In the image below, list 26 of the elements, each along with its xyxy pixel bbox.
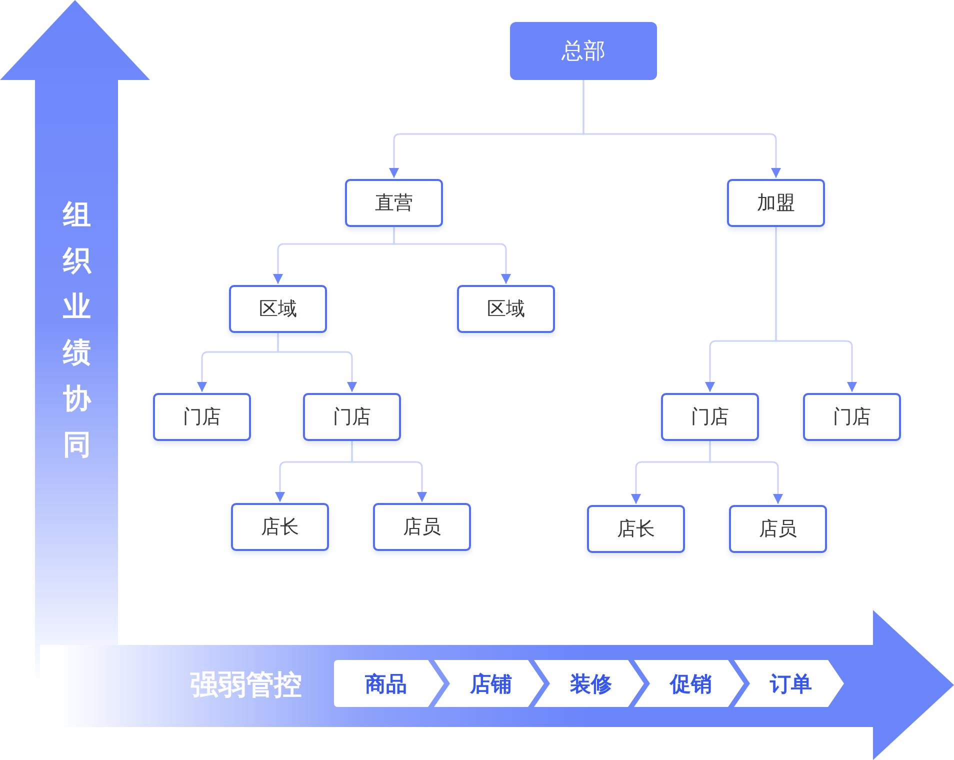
org-box: 直营 — [345, 179, 443, 227]
arrow — [393, 227, 511, 284]
arrow — [351, 441, 427, 502]
axis-label: 强弱管控 — [190, 667, 302, 703]
org-box: 区域 — [457, 285, 555, 333]
org-box: 总部 — [510, 22, 657, 80]
chevron-step: 商品 — [334, 660, 444, 707]
org-box: 门店 — [153, 393, 251, 441]
org-box: 店长 — [587, 505, 685, 553]
arrow — [582, 80, 781, 178]
org-box: 店长 — [231, 503, 329, 551]
arrow — [277, 333, 357, 392]
chevron-step: 装修 — [534, 660, 644, 707]
org-box: 店员 — [373, 503, 471, 551]
org-box: 店员 — [729, 505, 827, 553]
axis-label: 组织业绩协同 — [63, 197, 92, 463]
chevron-step: 订单 — [734, 660, 844, 707]
org-box: 门店 — [803, 393, 901, 441]
chevron-step: 促销 — [634, 660, 744, 707]
arrow — [709, 441, 783, 504]
arrow — [775, 227, 857, 392]
org-box: 门店 — [661, 393, 759, 441]
org-box: 加盟 — [727, 179, 825, 227]
org-box: 区域 — [229, 285, 327, 333]
chevron-step: 店铺 — [434, 660, 544, 707]
org-box: 门店 — [303, 393, 401, 441]
